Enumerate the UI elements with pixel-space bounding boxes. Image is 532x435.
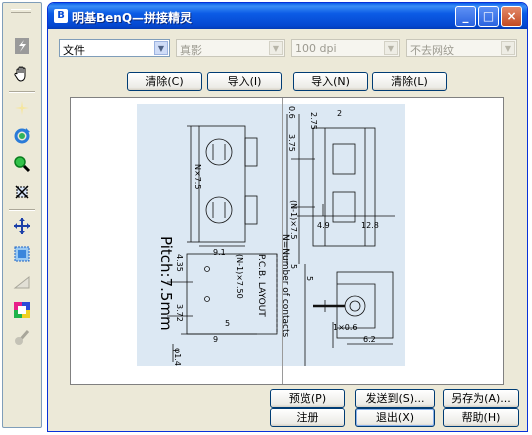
rotate-icon[interactable]	[11, 125, 33, 147]
dim-91: 9.1	[213, 248, 226, 257]
minimize-button[interactable]: _	[455, 6, 476, 27]
select-grid-icon[interactable]	[11, 243, 33, 265]
clear-right-button[interactable]: 清除(L)	[372, 72, 447, 91]
dim-n1x75: (N-1)×7.5	[289, 200, 298, 240]
toolbar-grip[interactable]	[11, 9, 31, 13]
stitch-divider[interactable]	[282, 98, 283, 384]
help-button[interactable]: 帮助(H)	[443, 408, 519, 427]
window-title: 明基BenQ—拼接精灵	[72, 11, 193, 25]
dim-5-side-b: 5	[305, 276, 314, 281]
main-window: B 明基BenQ—拼接精灵 _ □ × 文件 ▼ 真影 ▼ 100 dpi ▼ …	[47, 2, 528, 432]
send-to-button[interactable]: 发送到(S)...	[355, 389, 435, 408]
pitch-label: Pitch:7.5mm	[157, 236, 175, 331]
color-icon[interactable]	[11, 299, 33, 321]
dpi-select[interactable]: 100 dpi ▼	[291, 39, 400, 57]
network-select-value: 不去网纹	[410, 44, 454, 57]
measure-icon[interactable]	[11, 271, 33, 293]
close-button[interactable]: ×	[501, 6, 522, 27]
dim-1x06: 1×0.6	[333, 323, 358, 332]
dim-435: 4.35	[175, 254, 184, 272]
network-select[interactable]: 不去网纹 ▼	[406, 39, 517, 57]
brush-icon[interactable]	[11, 327, 33, 349]
dim-5-side-a: 5	[289, 264, 298, 269]
left-toolbar	[2, 2, 42, 428]
crop-icon[interactable]	[11, 181, 33, 203]
dim-phi14: φ1.4	[173, 348, 182, 366]
chevron-down-icon[interactable]: ▼	[501, 41, 515, 55]
source-select[interactable]: 文件 ▼	[59, 39, 170, 57]
stitched-image: Pitch:7.5mm N×7.5 9.1 P.C.B. LAYOUT (N-1…	[137, 104, 405, 366]
app-icon: B	[54, 9, 68, 23]
contacts-note: N=Number of contacts	[280, 234, 290, 338]
preview-button[interactable]: 预览(P)	[270, 389, 345, 408]
dim-9: 9	[213, 335, 218, 344]
register-button[interactable]: 注册	[270, 408, 345, 427]
dim-62: 6.2	[363, 335, 376, 344]
exit-button[interactable]: 退出(X)	[355, 408, 435, 427]
toolbar-separator	[9, 209, 35, 211]
preview-panel[interactable]: Pitch:7.5mm N×7.5 9.1 P.C.B. LAYOUT (N-1…	[70, 97, 504, 385]
hand-icon[interactable]	[11, 63, 33, 85]
chevron-down-icon[interactable]: ▼	[154, 41, 168, 55]
maximize-button[interactable]: □	[478, 6, 499, 27]
dim-372: 3.72	[175, 304, 184, 322]
dim-06: 0.6	[287, 106, 296, 119]
scanner-select-value: 真影	[180, 44, 202, 57]
sparkle-icon[interactable]	[11, 97, 33, 119]
chevron-down-icon[interactable]: ▼	[269, 41, 283, 55]
dim-49: 4.9	[317, 221, 330, 230]
dim-275: 2.75	[309, 112, 318, 130]
save-as-button[interactable]: 另存为(A)...	[443, 389, 519, 408]
source-select-value: 文件	[63, 44, 85, 57]
chevron-down-icon[interactable]: ▼	[384, 41, 398, 55]
clear-left-button[interactable]: 清除(C)	[127, 72, 202, 91]
dim-n1x750: (N-1)×7.50	[235, 254, 244, 299]
dim-128: 12.8	[361, 221, 379, 230]
title-bar[interactable]: B 明基BenQ—拼接精灵 _ □ ×	[48, 3, 527, 29]
move-icon[interactable]	[11, 215, 33, 237]
scanner-select[interactable]: 真影 ▼	[176, 39, 285, 57]
zoom-icon[interactable]	[11, 153, 33, 175]
pcb-layout-label: P.C.B. LAYOUT	[256, 254, 266, 317]
import-right-button[interactable]: 导入(N)	[293, 72, 368, 91]
dim-2: 2	[337, 109, 342, 118]
import-left-button[interactable]: 导入(I)	[207, 72, 282, 91]
dpi-select-value: 100 dpi	[295, 42, 337, 55]
toolbar-separator	[9, 91, 35, 93]
dim-375: 3.75	[287, 134, 296, 152]
dim-nx75: N×7.5	[193, 164, 202, 189]
scan-icon[interactable]	[11, 35, 33, 57]
dim-5-pcb: 5	[225, 319, 230, 328]
